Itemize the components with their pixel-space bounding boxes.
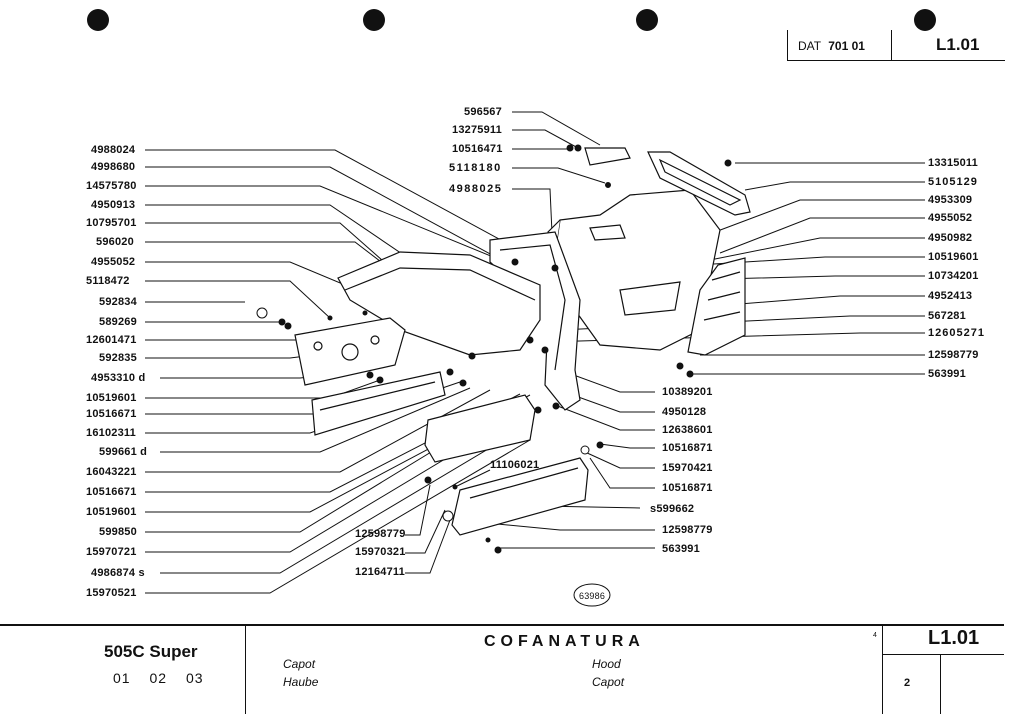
label-right-10: 12598779 — [928, 349, 979, 361]
label-inner-6: s599662 — [650, 503, 695, 515]
label-bottom-2: 15970321 — [355, 546, 406, 558]
dat-number: 701 01 — [828, 39, 865, 53]
hood-panel — [547, 189, 721, 351]
label-left-2: 14575780 — [86, 180, 137, 192]
label-inner-5: 10516871 — [662, 482, 713, 494]
label-right-1: 5105129 — [928, 176, 978, 188]
header-separator — [891, 30, 892, 60]
lower-side-strip — [311, 371, 446, 436]
label-right-2: 4953309 — [928, 194, 973, 206]
label-inner-8: 563991 — [662, 543, 700, 555]
label-right-0: 13315011 — [928, 157, 978, 169]
label-right-6: 10734201 — [928, 270, 979, 282]
year-1: 01 — [113, 670, 131, 686]
label-right-8: 567281 — [928, 310, 966, 322]
label-inner-0: 10389201 — [662, 386, 713, 398]
label-left-12: 4953310 d — [91, 372, 146, 384]
label-left-9: 589269 — [99, 316, 137, 328]
footer-sheet-code: L1.01 — [928, 627, 980, 649]
label-left-23: 15970521 — [86, 587, 137, 599]
label-left-22: 4986874 s — [91, 567, 145, 579]
label-left-13: 10519601 — [86, 392, 137, 404]
label-left-14: 10516671 — [86, 408, 137, 420]
punch-hole-4 — [914, 9, 936, 31]
label-right-4: 4950982 — [928, 232, 973, 244]
label-left-7: 5118472 — [86, 275, 130, 287]
punch-hole-2 — [363, 9, 385, 31]
footer-separator-3 — [940, 655, 941, 714]
label-inner-1: 4950128 — [662, 406, 707, 418]
page-number: 2 — [904, 677, 911, 689]
label-bottom-1: 12598779 — [355, 528, 406, 540]
label-left-11: 592835 — [99, 352, 137, 364]
leader-lines-bottom — [405, 469, 491, 574]
label-right-9: 12605271 — [928, 327, 985, 339]
title-fr-2: Capot — [592, 675, 625, 689]
label-top-0: 596567 — [464, 106, 502, 118]
label-inner-7: 12598779 — [662, 524, 713, 536]
footer-separator-1 — [245, 624, 246, 714]
punch-hole-3 — [636, 9, 658, 31]
label-inner-3: 10516871 — [662, 442, 713, 454]
footer-code-rule — [882, 654, 1004, 655]
label-right-3: 4955052 — [928, 212, 973, 224]
label-top-1: 13275911 — [452, 124, 502, 136]
label-left-3: 4950913 — [91, 199, 136, 211]
label-right-11: 563991 — [928, 368, 966, 380]
label-left-19: 10519601 — [86, 506, 137, 518]
right-grille — [687, 257, 746, 356]
label-left-17: 16043221 — [86, 466, 137, 478]
label-left-20: 599850 — [99, 526, 137, 538]
vehicle-model: 505C Super — [104, 642, 198, 661]
label-right-7: 4952413 — [928, 290, 973, 302]
label-left-0: 4988024 — [91, 144, 136, 156]
label-left-6: 4955052 — [91, 256, 136, 268]
footer-separator-2 — [882, 624, 883, 714]
header-reference-box: DAT 701 01 L1.01 — [787, 30, 1005, 61]
title-fr: Capot — [283, 657, 316, 671]
label-left-18: 10516671 — [86, 486, 137, 498]
label-top-3: 5118180 — [449, 162, 502, 174]
label-top-4: 4988025 — [449, 183, 503, 195]
footer-rule — [0, 624, 1004, 626]
hood-long-bar — [337, 251, 541, 356]
label-left-8: 592834 — [99, 296, 137, 308]
top-right-gasket — [647, 151, 751, 216]
year-3: 03 — [185, 670, 204, 686]
label-inner-2: 12638601 — [662, 424, 713, 436]
label-left-5: 596020 — [96, 236, 134, 248]
fasteners — [256, 144, 732, 554]
stamp-oval — [573, 583, 611, 607]
label-left-16: 599661 d — [99, 446, 148, 458]
title-en: Hood — [592, 657, 621, 671]
model-years: 01 02 03 — [113, 670, 218, 686]
label-left-10: 12601471 — [86, 334, 137, 346]
drawing-stamp-number: 63986 — [579, 591, 606, 601]
label-bottom-0: 11106021 — [490, 459, 540, 471]
label-inner-4: 15970421 — [662, 462, 713, 474]
latch-bracket — [294, 317, 406, 386]
label-top-2: 10516471 — [452, 143, 503, 155]
dat-reference: DAT 701 01 — [798, 39, 865, 53]
label-right-5: 10519601 — [928, 251, 979, 263]
label-left-21: 15970721 — [86, 546, 137, 558]
section-title: COFANATURA — [484, 633, 645, 650]
label-left-4: 10795701 — [86, 217, 137, 229]
label-left-15: 16102311 — [86, 427, 136, 439]
footer-tiny-mark: 4 — [873, 632, 877, 639]
punch-hole-1 — [87, 9, 109, 31]
leader-lines-top — [512, 111, 606, 256]
label-left-1: 4998680 — [91, 161, 136, 173]
dat-prefix: DAT — [798, 39, 821, 53]
label-bottom-3: 12164711 — [355, 566, 405, 578]
title-de: Haube — [283, 675, 319, 689]
year-2: 02 — [149, 670, 168, 686]
sheet-code: L1.01 — [936, 35, 980, 54]
bottom-trim-strip — [451, 457, 589, 536]
hinge-plate — [584, 147, 631, 166]
center-lower-panel — [424, 394, 536, 463]
